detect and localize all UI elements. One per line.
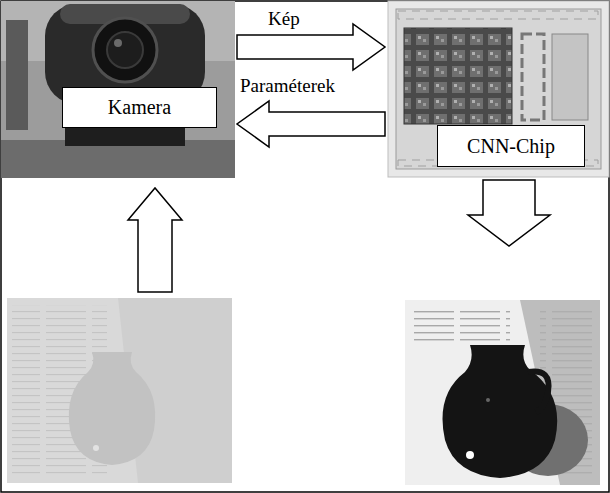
- block-arrow: [237, 101, 385, 147]
- page-text: [410, 306, 510, 346]
- lens-highlight: [114, 39, 122, 47]
- box-label: CNN-Chip: [467, 135, 555, 158]
- image-background: [405, 300, 600, 485]
- vase: [443, 345, 558, 478]
- vase-highlight: [466, 451, 474, 459]
- vase-faint: [69, 352, 155, 465]
- photo-object: [6, 20, 28, 130]
- camera-lens-inner: [107, 32, 143, 68]
- process-box: Kamera: [62, 87, 217, 128]
- photo-background: [1, 1, 235, 178]
- chip-die: [396, 9, 601, 169]
- chip-photo: [388, 1, 609, 177]
- chip-pads-top: [398, 11, 598, 19]
- process-box: CNN-Chip: [437, 125, 585, 167]
- image-background: [7, 298, 232, 483]
- chip-block: [552, 34, 588, 120]
- edge-label: Paraméterek: [240, 75, 335, 97]
- output-image: [405, 300, 600, 485]
- camera-photo: [1, 1, 235, 178]
- cell-array: [404, 28, 512, 124]
- camera-lens: [93, 18, 157, 82]
- chip-column: [522, 34, 544, 120]
- vase-highlight: [93, 445, 99, 451]
- vase-handle: [528, 371, 549, 412]
- box-label: Kamera: [108, 96, 171, 119]
- block-arrow-down: [468, 180, 550, 246]
- input-image: [7, 298, 232, 483]
- block-arrow-up: [128, 188, 182, 292]
- block-arrow: [237, 24, 385, 70]
- edge-label: Kép: [268, 8, 300, 30]
- chip-background: [388, 1, 609, 177]
- vase-speck: [486, 398, 490, 402]
